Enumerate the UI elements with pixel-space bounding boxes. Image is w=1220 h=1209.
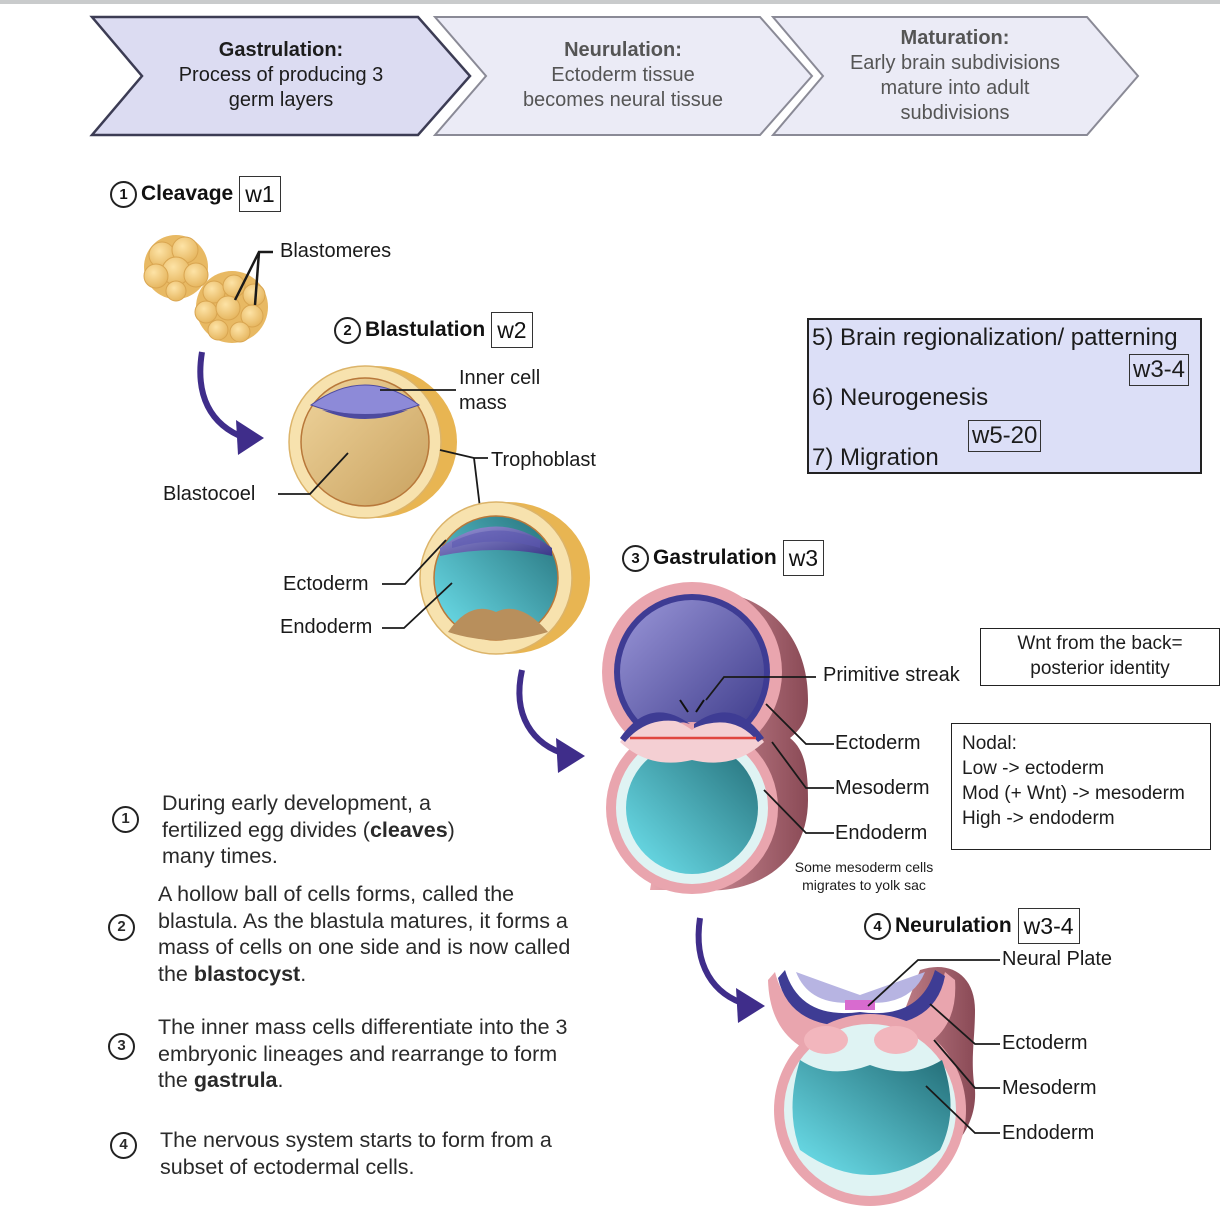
wnt-note: Wnt from the back= posterior identity <box>980 628 1220 686</box>
banner-neurulation-line2: becomes neural tissue <box>522 89 724 111</box>
phase-item-neurogenesis: 6) Neurogenesis <box>812 384 989 411</box>
banner-gastrulation: Gastrulation: Process of producing 3 ger… <box>150 38 412 113</box>
label-neural-plate: Neural Plate <box>1002 948 1113 970</box>
step-blastulation-heading: 2 Blastulation w2 <box>334 312 533 348</box>
step-gastrulation-heading: 3 Gastrulation w3 <box>622 540 825 576</box>
blastocyst-diagram <box>288 365 457 519</box>
morula-large-icon <box>194 271 268 343</box>
label-endoderm-neurula: Endoderm <box>1002 1122 1095 1144</box>
label-inner-cell-mass-2: mass <box>459 392 507 414</box>
chevron-gastrulation <box>89 15 472 137</box>
arrow-to-gastrula-icon <box>516 669 585 773</box>
label-trophoblast: Trophoblast <box>491 449 596 471</box>
chevron-neurulation <box>432 16 814 136</box>
label-mesoderm-gastrula: Mesoderm <box>835 777 930 799</box>
step-number-1: 1 <box>110 180 137 208</box>
nodal-note-mod: Mod (+ Wnt) -> mesoderm <box>962 783 1185 804</box>
step-neurulation-heading: 4 Neurulation w3-4 <box>864 908 1080 944</box>
description-4: 4 The nervous system starts to form from… <box>110 1127 580 1180</box>
description-1-text: During early development, a fertilized e… <box>162 791 431 842</box>
description-1-text-end: ) many times. <box>162 817 455 869</box>
description-1: 1 During early development, a fertilized… <box>112 790 492 870</box>
description-number-1: 1 <box>112 806 139 833</box>
description-1-bold: cleaves <box>369 817 448 842</box>
neural-development-phases-box: 5) Brain regionalization/ patterning w3-… <box>807 318 1202 474</box>
yolk-sac-note-line2: migrates to yolk sac <box>802 877 926 893</box>
banner-gastrulation-line2: germ layers <box>228 89 334 111</box>
banner-gastrulation-line1: Process of producing 3 <box>178 64 384 86</box>
description-2-bold: blastocyst <box>193 961 301 986</box>
label-ectoderm-blastocyst: Ectoderm <box>283 573 369 595</box>
morula-small-icon <box>143 235 209 302</box>
label-primitive-streak: Primitive streak <box>823 664 960 686</box>
banner-neurulation-line1: Ectoderm tissue <box>551 64 695 86</box>
banner-neurulation: Neurulation: Ectoderm tissue becomes neu… <box>492 38 754 113</box>
banner-maturation-line3: subdivisions <box>900 102 1010 124</box>
yolk-sac-note: Some mesoderm cells migrates to yolk sac <box>780 858 948 894</box>
yolk-sac-note-line1: Some mesoderm cells <box>794 859 934 875</box>
nodal-note: Nodal: Low -> ectoderm Mod (+ Wnt) -> me… <box>951 723 1211 850</box>
label-blastomeres: Blastomeres <box>280 240 392 262</box>
description-number-4: 4 <box>110 1132 137 1159</box>
step-blastulation-title: Blastulation <box>365 318 486 341</box>
early-gastrula-leaders <box>382 539 453 629</box>
arrow-to-blastula-icon <box>197 351 264 455</box>
step-number-4: 4 <box>864 912 891 940</box>
week-badge-neurulation: w3-4 <box>1017 908 1080 944</box>
gastrula-diagram <box>602 582 808 894</box>
step-cleavage-title: Cleavage <box>141 182 234 205</box>
gastrula-leaders <box>705 676 834 834</box>
blastomeres-leader <box>233 250 273 306</box>
wnt-note-line1: Wnt from the back= <box>1017 633 1183 654</box>
description-3-text: The inner mass cells differentiate into … <box>158 1015 568 1092</box>
week-badge-blastulation: w2 <box>491 312 533 348</box>
label-endoderm-blastocyst: Endoderm <box>280 616 373 638</box>
week-badge-gastrulation: w3 <box>782 540 825 576</box>
week-badge-cleavage: w1 <box>239 176 281 212</box>
banner-gastrulation-title: Gastrulation: <box>218 39 344 61</box>
neurula-leaders <box>867 959 1000 1134</box>
description-2-text-end: . <box>300 961 307 986</box>
description-3-bold: gastrula <box>193 1068 278 1092</box>
early-gastrula-diagram <box>419 501 590 655</box>
phase-item-migration: 7) Migration <box>812 444 939 471</box>
label-endoderm-gastrula: Endoderm <box>835 822 928 844</box>
description-number-2: 2 <box>108 914 135 941</box>
nodal-note-high: High -> endoderm <box>962 808 1115 829</box>
wnt-note-line2: posterior identity <box>1030 658 1170 679</box>
step-gastrulation-title: Gastrulation <box>653 546 777 569</box>
neurula-diagram <box>768 966 976 1206</box>
arrow-to-neurula-icon <box>695 917 765 1023</box>
label-ectoderm-gastrula: Ectoderm <box>835 732 921 754</box>
label-blastocoel: Blastocoel <box>163 483 256 505</box>
description-3-text-end: . <box>277 1068 284 1092</box>
blastocyst-leaders <box>278 389 488 509</box>
description-4-text: The nervous system starts to form from a… <box>160 1128 552 1179</box>
nodal-note-low: Low -> ectoderm <box>962 758 1105 779</box>
banner-maturation-title: Maturation: <box>900 27 1010 49</box>
step-number-3: 3 <box>622 544 649 572</box>
chevron-maturation <box>770 16 1140 136</box>
description-2-text: A hollow ball of cells forms, called the… <box>158 882 571 986</box>
phase-item-regionalization: 5) Brain regionalization/ patterning <box>812 324 1178 351</box>
stage-banner <box>89 15 1140 137</box>
nodal-note-title: Nodal: <box>962 733 1017 754</box>
description-number-3: 3 <box>108 1033 135 1060</box>
step-neurulation-title: Neurulation <box>895 914 1012 937</box>
step-number-2: 2 <box>334 316 361 344</box>
banner-maturation-line1: Early brain subdivisions <box>849 52 1061 74</box>
step-cleavage-heading: 1 Cleavage w1 <box>110 176 281 212</box>
banner-maturation: Maturation: Early brain subdivisions mat… <box>828 26 1082 126</box>
label-ectoderm-neurula: Ectoderm <box>1002 1032 1088 1054</box>
label-inner-cell-mass-1: Inner cell <box>459 367 541 389</box>
description-2: 2 A hollow ball of cells forms, called t… <box>108 881 588 987</box>
week-badge-neurogenesis: w5-20 <box>968 420 1042 452</box>
banner-maturation-line2: mature into adult <box>880 77 1030 99</box>
top-divider <box>0 0 1220 4</box>
banner-neurulation-title: Neurulation: <box>564 39 682 61</box>
week-badge-regionalization: w3-4 <box>1129 354 1190 386</box>
description-3: 3 The inner mass cells differentiate int… <box>108 1014 578 1094</box>
label-mesoderm-neurula: Mesoderm <box>1002 1077 1097 1099</box>
